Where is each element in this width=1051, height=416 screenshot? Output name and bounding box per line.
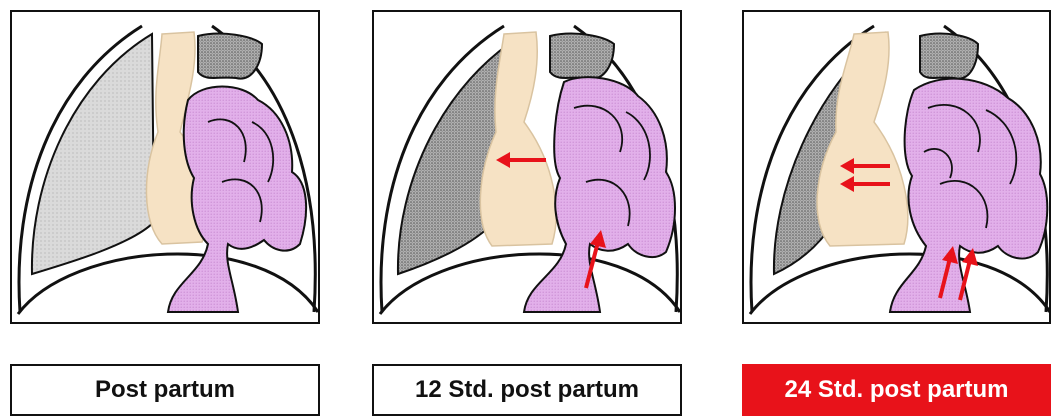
lung-left: [32, 34, 154, 274]
thorax-illustration: [744, 12, 1051, 324]
lung-right-compressed: [550, 34, 614, 79]
lung-right-compressed: [198, 34, 262, 79]
diagram-panel-12h: [372, 10, 682, 324]
thorax-illustration: [374, 12, 682, 324]
lung-right-compressed: [920, 34, 978, 79]
diagram-panel-post-partum: [10, 10, 320, 324]
label-12-std-post-partum: 12 Std. post partum: [372, 364, 682, 416]
thorax-illustration: [12, 12, 320, 324]
label-post-partum: Post partum: [10, 364, 320, 416]
label-24-std-post-partum: 24 Std. post partum: [742, 364, 1051, 416]
diagram-panel-24h: [742, 10, 1051, 324]
